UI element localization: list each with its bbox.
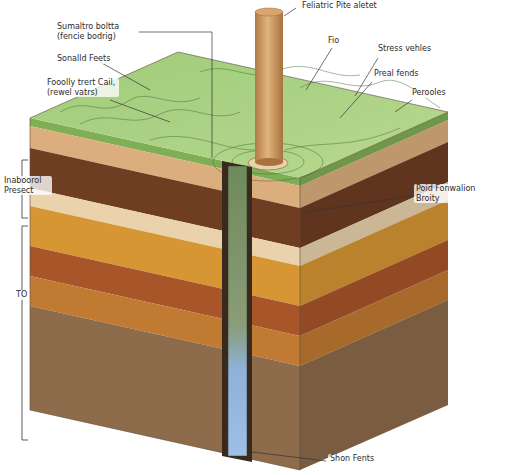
callout-label: Poid Fonwalion Broity <box>414 184 478 203</box>
cutaway-slot <box>222 161 252 462</box>
left-face <box>30 118 300 470</box>
callout-label: Shon Fents <box>328 454 376 464</box>
callout-label: Fio <box>326 36 341 46</box>
callout-label: Preal fends <box>372 69 420 79</box>
ground-surface <box>30 52 448 178</box>
depth-brackets <box>22 160 28 440</box>
callout-label: Fooolly trert Cail, (rewel vatrs) <box>45 78 119 97</box>
callout-label: Sonalld Feets <box>55 54 112 64</box>
leader-lines <box>100 8 412 461</box>
block-outline <box>30 52 448 470</box>
callout-label: Inaboorol Presect <box>2 176 52 195</box>
callout-label: Perooles <box>410 88 448 98</box>
callout-label: Feliatric Pite aletet <box>300 1 379 11</box>
callout-label: TO <box>14 290 29 300</box>
bored-column <box>228 166 247 456</box>
pile-cylinder <box>255 8 283 166</box>
callout-label: Sumaltro boltta (fencie bodrig) <box>55 22 139 41</box>
callout-label: Stress vehles <box>376 44 433 54</box>
